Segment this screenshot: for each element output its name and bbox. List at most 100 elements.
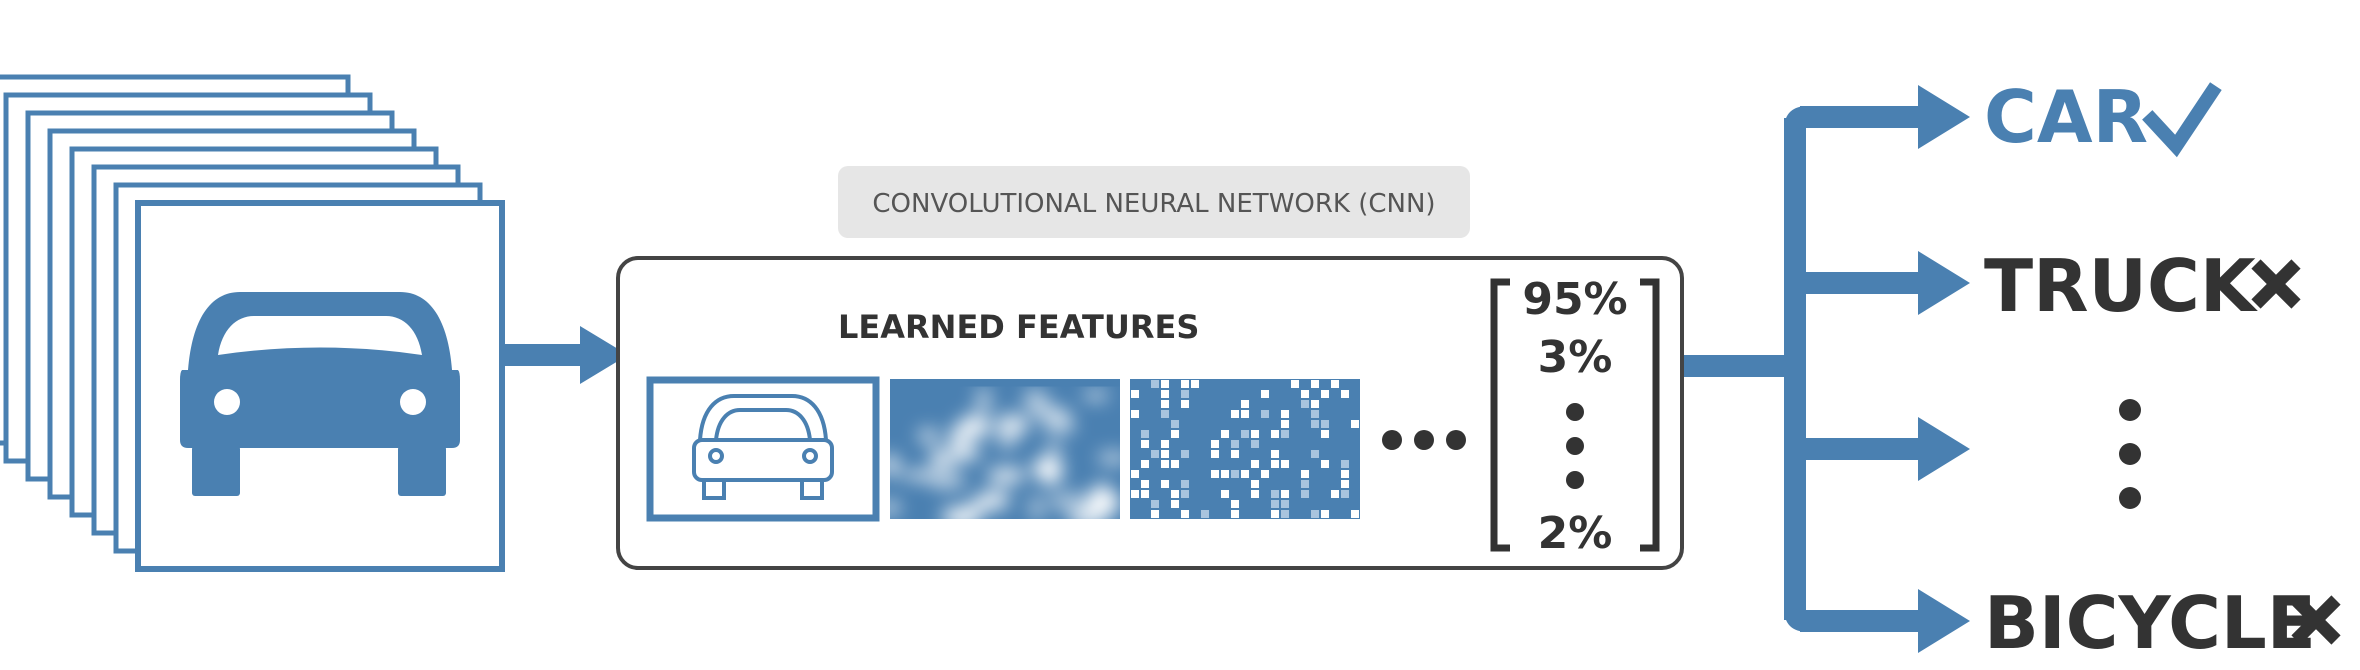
cnn-title: CONVOLUTIONAL NEURAL NETWORK (CNN)	[872, 189, 1435, 219]
feature-pixel	[1181, 490, 1189, 498]
feature-blob	[951, 447, 982, 460]
feature-pixel	[1271, 510, 1279, 518]
feature-pixel	[1141, 460, 1149, 468]
feature-blob	[1029, 405, 1067, 419]
feature-pixel	[1131, 490, 1139, 498]
feature-pixel	[1141, 490, 1149, 498]
feature-pixel	[1231, 440, 1239, 448]
feature-pixel	[1321, 430, 1329, 438]
probability-car: 95%	[1522, 274, 1627, 325]
output-arrow-bicycle	[1800, 589, 1970, 653]
output-label-car: CAR	[1984, 75, 2148, 159]
feature-pixel	[1341, 470, 1349, 478]
feature-pixel	[1321, 390, 1329, 398]
learned-features-label: LEARNED FEATURES	[838, 308, 1199, 346]
feature-pixel	[1301, 470, 1309, 478]
feature-pixel	[1161, 400, 1169, 408]
feature-blob	[890, 501, 901, 515]
feature-pixel	[1251, 460, 1259, 468]
feature-pixel	[1171, 500, 1179, 508]
feature-pixel	[1321, 510, 1329, 518]
feature-pixel	[1281, 420, 1289, 428]
feature-pixel	[1151, 510, 1159, 518]
feature-blob	[1030, 495, 1043, 519]
feature-blob	[918, 428, 939, 444]
feature-pixel	[1131, 470, 1139, 478]
feature-pixel	[1301, 400, 1309, 408]
feature-pixel	[1161, 380, 1169, 388]
feature-pixel	[1151, 500, 1159, 508]
check-icon	[2142, 82, 2222, 158]
feature-pixel	[1251, 480, 1259, 488]
feature-blob	[928, 472, 966, 489]
feature-pixel	[1211, 440, 1219, 448]
feature-pixel	[1311, 380, 1319, 388]
feature-pixel	[1281, 430, 1289, 438]
output-arrow-truck	[1806, 251, 1970, 315]
feature-pixel	[1261, 410, 1269, 418]
feature-pixel	[1341, 390, 1349, 398]
feature-pixel	[1241, 470, 1249, 478]
feature-pixel	[1341, 460, 1349, 468]
feature-ellipsis	[1382, 430, 1466, 450]
feature-blob	[1068, 506, 1108, 519]
feature-pixel	[1331, 380, 1339, 388]
feature-blob	[998, 424, 1016, 452]
feature-blob	[976, 386, 991, 415]
feature-pixel	[1231, 500, 1239, 508]
feature-pixel	[1261, 390, 1269, 398]
feature-pixel	[1281, 490, 1289, 498]
feature-pixel	[1311, 400, 1319, 408]
feature-pixel	[1321, 460, 1329, 468]
feature-pixel	[1281, 510, 1289, 518]
feature-blob	[958, 413, 990, 441]
feature-map-3	[1130, 379, 1360, 519]
feature-pixel	[1351, 510, 1359, 518]
feature-pixel	[1321, 420, 1329, 428]
input-image	[135, 200, 505, 572]
feature-pixel	[1281, 460, 1289, 468]
feature-pixel	[1221, 470, 1229, 478]
feature-blob	[931, 446, 945, 470]
car-outline-icon	[692, 394, 834, 500]
feature-pixel	[1281, 500, 1289, 508]
feature-pixel	[1161, 390, 1169, 398]
probability-ellipsis	[1566, 403, 1584, 489]
feature-pixel	[1141, 440, 1149, 448]
output-label-truck: TRUCK	[1984, 244, 2258, 328]
probability-bicycle: 2%	[1538, 508, 1613, 559]
feature-blob	[1047, 443, 1061, 454]
feature-pixel	[1181, 450, 1189, 458]
feature-blob	[1050, 495, 1065, 509]
probability-truck: 3%	[1538, 332, 1613, 383]
input-arrow	[504, 326, 628, 384]
feature-pixel	[1171, 460, 1179, 468]
car-icon	[180, 292, 460, 496]
feature-pixel	[1341, 480, 1349, 488]
feature-pixel	[1181, 380, 1189, 388]
feature-pixel	[1291, 380, 1299, 388]
feature-pixel	[1161, 480, 1169, 488]
feature-pixel	[1201, 510, 1209, 518]
feature-pixel	[1141, 430, 1149, 438]
feature-pixel	[1261, 470, 1269, 478]
feature-pixel	[1241, 410, 1249, 418]
cnn-title-label: CONVOLUTIONAL NEURAL NETWORK (CNN)	[838, 166, 1470, 238]
feature-blob	[901, 470, 939, 480]
feature-pixel	[1231, 450, 1239, 458]
feature-blob	[1034, 456, 1063, 483]
feature-pixel	[1221, 430, 1229, 438]
feature-pixel	[1161, 460, 1169, 468]
feature-pixel	[1231, 510, 1239, 518]
feature-pixel	[1151, 450, 1159, 458]
feature-pixel	[1241, 400, 1249, 408]
feature-pixel	[1181, 400, 1189, 408]
feature-pixel	[1251, 430, 1259, 438]
feature-pixel	[1271, 490, 1279, 498]
feature-blob	[1097, 451, 1120, 465]
feature-blob	[1023, 389, 1048, 410]
output-label-bicycle: BICYCLE	[1984, 581, 2316, 665]
feature-pixel	[1311, 450, 1319, 458]
output-arrow-other	[1806, 417, 1970, 481]
feature-pixel	[1271, 500, 1279, 508]
